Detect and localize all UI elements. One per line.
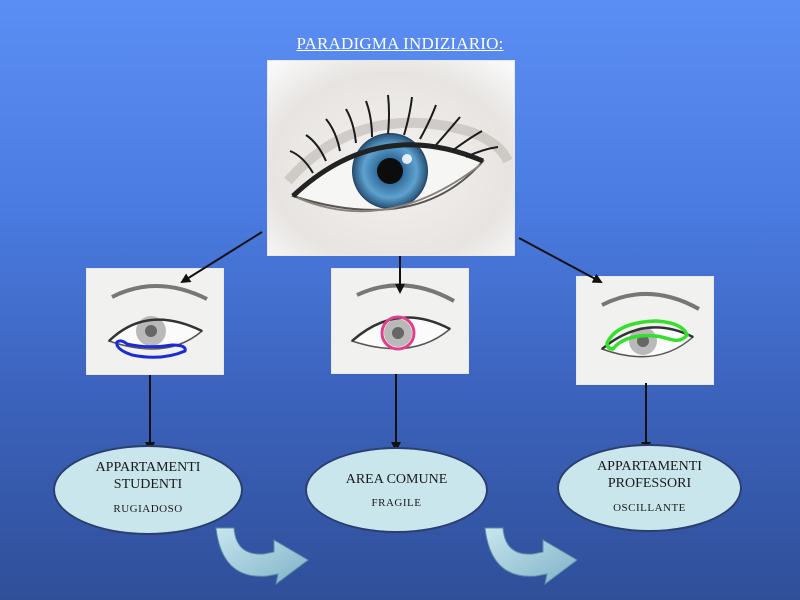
node-professors-line2: PROFESSORI <box>607 476 692 491</box>
node-common: AREA COMUNE FRAGILE <box>305 447 488 533</box>
students-area-outline <box>115 339 187 359</box>
eye-sketch-students <box>86 268 224 375</box>
node-students-line2: STUDENTI <box>113 477 183 492</box>
slide-title: PARADIGMA INDIZIARIO: <box>296 34 504 53</box>
sketch-students-image <box>87 269 223 374</box>
node-common-sub: FRAGILE <box>371 497 422 509</box>
eye-sketch-professors <box>576 276 714 385</box>
arrow-to-professors <box>518 237 603 283</box>
node-students-sub: RUGIADOSO <box>113 503 183 515</box>
flow-arrow-right <box>484 527 578 586</box>
arrow-to-students <box>180 231 263 284</box>
node-professors-line1: APPARTAMENTI <box>597 459 702 474</box>
node-professors: APPARTAMENTI PROFESSORI OSCILLANTE <box>557 444 742 532</box>
common-area-outline <box>380 315 416 351</box>
node-students-line1: APPARTAMENTI <box>95 460 201 475</box>
eye-photo-image <box>268 61 514 255</box>
main-eye-photo <box>267 60 515 256</box>
node-students: APPARTAMENTI STUDENTI RUGIADOSO <box>53 445 243 535</box>
flow-arrow-left <box>215 527 309 586</box>
professors-area-outline <box>605 319 689 351</box>
node-common-line1: AREA COMUNE <box>345 472 448 487</box>
sketch-professors-image <box>577 277 713 384</box>
node-professors-sub: OSCILLANTE <box>613 502 686 514</box>
